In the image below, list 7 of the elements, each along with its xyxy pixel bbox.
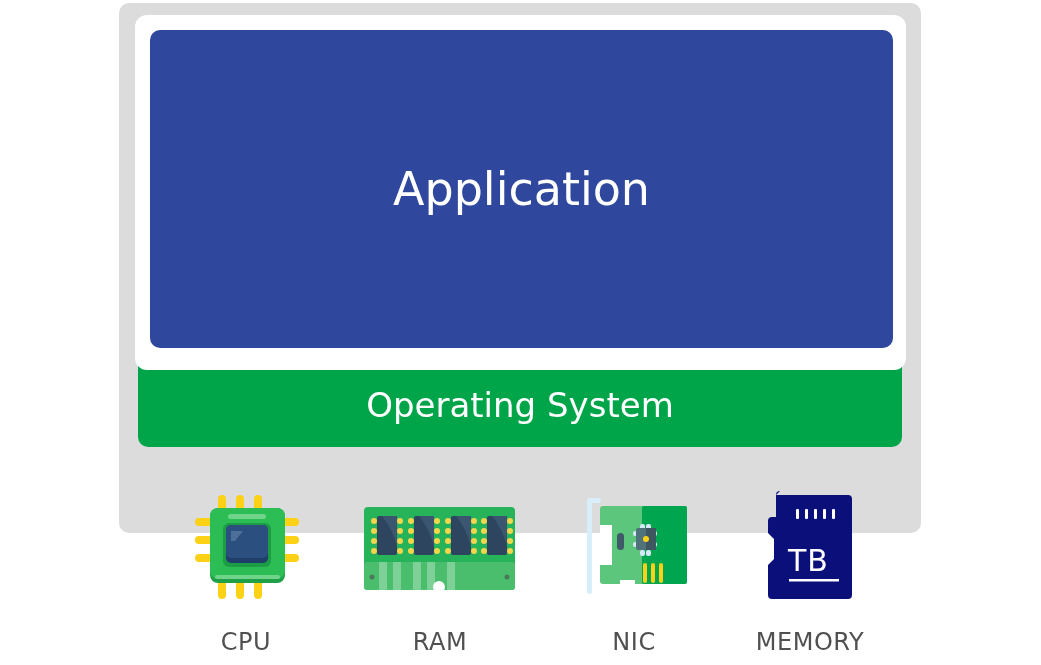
component-label: NIC	[611, 628, 657, 656]
component-label: CPU	[219, 628, 273, 656]
frame-panel	[119, 3, 921, 533]
box-label: Application	[393, 162, 650, 216]
component-label: RAM	[411, 628, 469, 656]
component-label: MEMORY	[754, 628, 866, 656]
box-label: Operating System	[366, 384, 674, 425]
